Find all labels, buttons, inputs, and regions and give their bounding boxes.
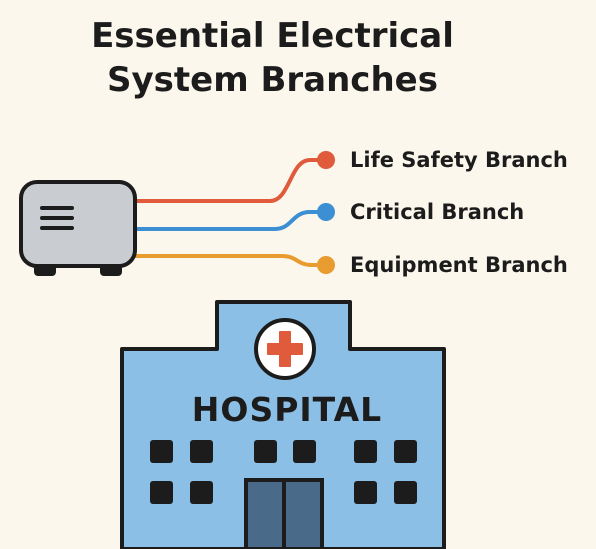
equipment-branch-dot [317,256,335,274]
life-safety-branch-label: Life Safety Branch [350,148,568,172]
window [354,481,377,504]
equipment-branch-label: Equipment Branch [350,253,568,277]
hospital-door [244,478,324,549]
hospital-building: HOSPITAL [120,300,446,549]
critical-branch-dot [317,203,335,221]
window [394,481,417,504]
generator-icon [19,180,137,276]
window [190,440,213,463]
critical-branch-line [134,210,326,231]
life-safety-branch-dot [317,151,335,169]
diagram-title: Essential Electrical System Branches [0,14,545,102]
title-line-2: System Branches [107,60,438,100]
hospital-sign: HOSPITAL [192,390,382,429]
red-cross-icon [254,318,316,380]
window [254,440,277,463]
critical-branch-label: Critical Branch [350,200,525,224]
window [190,481,213,504]
window [150,481,173,504]
window [354,440,377,463]
window [150,440,173,463]
window [394,440,417,463]
equipment-branch-line [134,254,326,267]
window [293,440,316,463]
title-line-1: Essential Electrical [91,16,454,56]
life-safety-branch-line [134,158,326,203]
